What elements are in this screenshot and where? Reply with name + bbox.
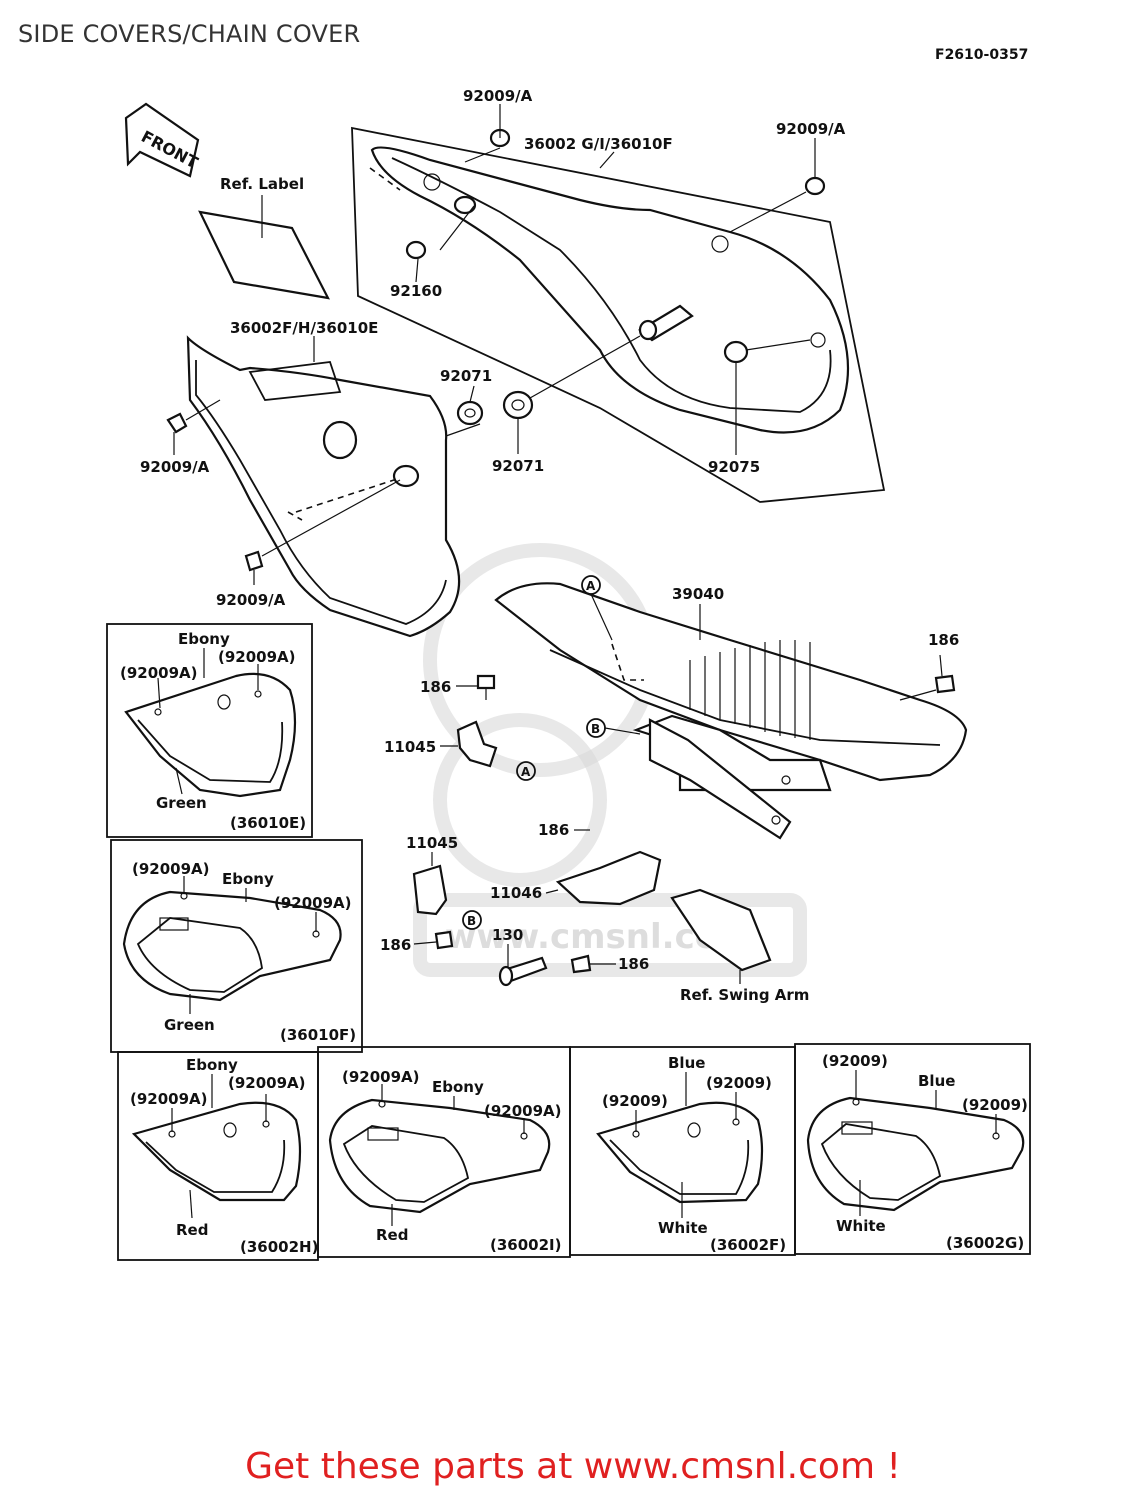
clip-11045-low (412, 852, 448, 916)
variant-row (117, 1043, 1031, 1261)
marker-b-low: B (462, 910, 482, 930)
ref-label-sheet (198, 195, 330, 300)
variant-36002i-bolt-left: (92009A) (342, 1068, 420, 1086)
variant-36002f-code: (36002F) (710, 1236, 786, 1254)
variant-36002g-color-bottom: White (836, 1217, 886, 1235)
variant-36002h-bolt-right: (92009A) (228, 1074, 306, 1092)
marker-a-top: A (581, 575, 613, 641)
callout-labels: 92009/A 36002 G/I/36010F 92009/A Ref. La… (140, 87, 959, 1004)
variant-36002i-color-top: Ebony (432, 1078, 484, 1096)
ref-swing-arm (670, 888, 772, 984)
grommet-92160 (405, 195, 477, 260)
callout-ref-label: Ref. Label (220, 175, 304, 193)
callout-36002fh: 36002F/H/36010E (230, 319, 378, 337)
callout-92009a-right: 92009/A (776, 120, 846, 138)
variant-36002h-code: (36002H) (240, 1238, 318, 1256)
bolt-130 (498, 944, 548, 987)
callout-186-bottom: 186 (618, 955, 649, 973)
variant-36002g-bolt-right: (92009) (962, 1096, 1028, 1114)
variant-36002g-color-top: Blue (918, 1072, 955, 1090)
variant-36010e-code: (36010E) (230, 814, 306, 832)
bolt-186-left (413, 930, 454, 950)
bolt-186-right (899, 654, 956, 701)
collar-92075 (723, 340, 749, 364)
variant-36010f-code: (36010F) (280, 1026, 356, 1044)
variant-36002h-bolt-left: (92009A) (130, 1090, 208, 1108)
grommet-92071-right (502, 390, 534, 420)
bolt-92009-bottom (244, 550, 264, 572)
callout-11045-mid: 11045 (384, 738, 436, 756)
variant-36002g-code: (36002G) (946, 1234, 1024, 1252)
parts-diagram: www.cmsnl.com FRONT (106, 87, 1031, 1261)
chain-cover-ribs (689, 640, 811, 740)
bracket-11046 (545, 850, 662, 906)
marker-a-top-label: A (586, 579, 596, 593)
variant-36002i-color-bottom: Red (376, 1226, 408, 1244)
variant-36010f-bolt-left: (92009A) (132, 860, 210, 878)
bolt-186-bottom (570, 954, 616, 974)
marker-b-top: B (586, 718, 641, 738)
diagram-code: F2610-0357 (935, 47, 1029, 63)
callout-36002gi: 36002 G/I/36010F (524, 135, 673, 153)
callout-ref-swing-arm: Ref. Swing Arm (680, 986, 809, 1004)
variant-36010e-color-bottom: Green (156, 794, 207, 812)
marker-a-low: A (516, 761, 536, 781)
callout-92009a-bottom: 92009/A (216, 591, 286, 609)
bolt-186-mid (456, 674, 496, 700)
callout-186-left: 186 (380, 936, 411, 954)
pin-stud (638, 304, 694, 342)
callout-92009a-top: 92009/A (463, 87, 533, 105)
callout-130: 130 (492, 926, 523, 944)
callout-186-lower: 186 (538, 821, 569, 839)
variant-36002f-color-bottom: White (658, 1219, 708, 1237)
bolt-92009-left (166, 399, 221, 434)
variant-box-36010e: Ebony (92009A) (92009A) Green (36010E) (106, 623, 313, 838)
chain-cover-39040 (494, 582, 968, 840)
variant-box-36002f: Blue (92009) (92009) White (36002F) (596, 1054, 786, 1254)
variant-36010f-color-bottom: Green (164, 1016, 215, 1034)
callout-92075: 92075 (708, 458, 760, 476)
variant-box-36010f: (92009A) Ebony (92009A) Green (36010F) (110, 839, 363, 1053)
variant-36002f-bolt-right: (92009) (706, 1074, 772, 1092)
grommet-92071-left (456, 400, 484, 426)
variant-box-36002h: Ebony (92009A) (92009A) Red (36002H) (130, 1056, 318, 1256)
callout-92071-right: 92071 (492, 457, 544, 475)
variant-36002i-bolt-right: (92009A) (484, 1102, 562, 1120)
left-side-cover (186, 335, 461, 638)
right-side-cover-group (351, 126, 886, 503)
callout-186-mid: 186 (420, 678, 451, 696)
front-arrow-icon: FRONT (124, 102, 201, 178)
variant-36002h-color-top: Ebony (186, 1056, 238, 1074)
variant-36010e-color-top: Ebony (178, 630, 230, 648)
variant-36002h-color-bottom: Red (176, 1221, 208, 1239)
variant-36002i-code: (36002I) (490, 1236, 561, 1254)
clip-11045-mid (440, 720, 498, 768)
variant-36002f-bolt-left: (92009) (602, 1092, 668, 1110)
promo-banner[interactable]: Get these parts at www.cmsnl.com ! (245, 1446, 901, 1487)
page-title: SIDE COVERS/CHAIN COVER (18, 20, 361, 48)
variant-36010f-bolt-right: (92009A) (274, 894, 352, 912)
marker-b-low-label: B (467, 914, 476, 928)
variant-36002g-bolt-left: (92009) (822, 1052, 888, 1070)
callout-92160: 92160 (390, 282, 442, 300)
callout-11045-low: 11045 (406, 834, 458, 852)
leader-lines (173, 104, 816, 640)
callout-11046: 11046 (490, 884, 542, 902)
callout-92009a-left: 92009/A (140, 458, 210, 476)
variant-36010f-color-top: Ebony (222, 870, 274, 888)
callout-39040: 39040 (672, 585, 724, 603)
callout-186-right: 186 (928, 631, 959, 649)
variant-36010e-bolt-left: (92009A) (120, 664, 198, 682)
callout-92071-left: 92071 (440, 367, 492, 385)
variant-box-36002g: (92009) Blue (92009) White (36002G) (806, 1052, 1028, 1252)
variant-box-36002i: (92009A) Ebony (92009A) Red (36002I) (328, 1068, 562, 1254)
variant-36010e-bolt-right: (92009A) (218, 648, 296, 666)
marker-a-low-label: A (521, 765, 531, 779)
variant-36002f-color-top: Blue (668, 1054, 705, 1072)
marker-b-top-label: B (591, 722, 600, 736)
